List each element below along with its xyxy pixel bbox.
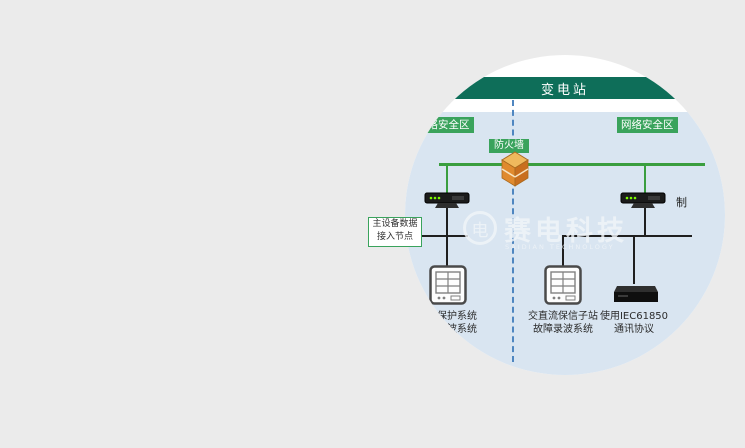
device-label-middle-line2: 故障录波系统 [533,323,593,335]
network-switch-right-icon [620,192,666,213]
device-label-right: 使用IEC61850 通讯协议 [594,311,674,336]
bus-horizontal-left [420,235,468,237]
firewall-label: 防火墙 [489,139,529,153]
relay-device-left-icon [429,265,467,309]
substation-banner-label: 变电站 [540,82,589,98]
device-label-middle: 交直流保信子站 故障录波系统 [523,311,603,336]
firewall-icon [501,151,529,193]
network-backbone-line [439,163,705,166]
network-switch-left-icon [424,192,470,213]
device-label-right-line2: 通讯协议 [614,323,654,335]
zone-label-left: 网络安全区 [413,117,474,133]
relay-device-middle-icon [544,265,582,309]
diagram-background [405,112,725,375]
device-label-left-line2: 故障录波系统 [417,323,477,335]
network-drop-left [446,164,448,193]
bus-drop-middle-device [562,235,564,267]
data-access-node-line2: 接入节点 [376,232,413,242]
gateway-device-icon [611,283,659,309]
network-drop-right [644,164,646,193]
clipped-edge-label: 制 [676,196,687,209]
bus-drop-gateway [633,235,635,284]
zone-divider-dashed-line [512,100,514,362]
device-label-left: 继电保护系统 故障录波系统 [407,311,487,336]
data-access-node-box: 主设备数据 接入节点 [368,217,422,247]
substation-diagram-circle: 变电站 网络安全区 网络安全区 防火墙 [405,55,725,375]
device-label-left-line1: 继电保护系统 [417,311,477,322]
data-access-node-line1: 主设备数据 [372,219,418,229]
bus-horizontal-right [562,235,692,237]
device-label-middle-line1: 交直流保信子站 [528,311,598,322]
device-label-right-line1: 使用IEC61850 [599,311,669,322]
substation-banner: 变电站 [405,77,725,99]
bus-riser-right [644,206,646,237]
zone-label-right: 网络安全区 [617,117,678,133]
